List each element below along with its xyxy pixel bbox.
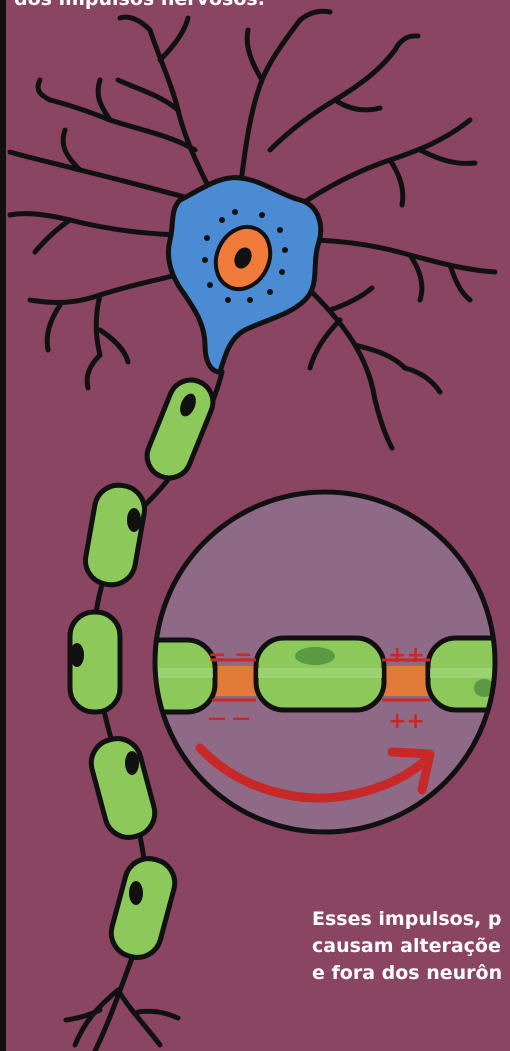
myelin-segment [82, 481, 149, 588]
bottom-caption-line: e fora dos neurôn [312, 960, 510, 987]
bottom-caption-line: causam alteraçõe [312, 933, 510, 960]
left-node-charges-top: = = [208, 645, 253, 670]
bottom-caption-line: Esses impulsos, p [312, 906, 510, 933]
left-node-charges-bottom: — — [208, 708, 250, 729]
right-node-charges-bottom: ++ [388, 709, 425, 734]
right-node-charges-top: ++ [388, 643, 425, 668]
top-caption: dos impulsos nervosos. [14, 0, 494, 12]
axon-terminals [66, 990, 178, 1045]
magnified-axon-circle [120, 492, 510, 832]
bottom-caption: Esses impulsos, p causam alteraçõe e for… [312, 906, 510, 987]
myelin-segment [106, 853, 180, 963]
myelin-segment [70, 612, 120, 712]
myelin-segment [86, 733, 160, 843]
myelin-segment [140, 373, 219, 484]
